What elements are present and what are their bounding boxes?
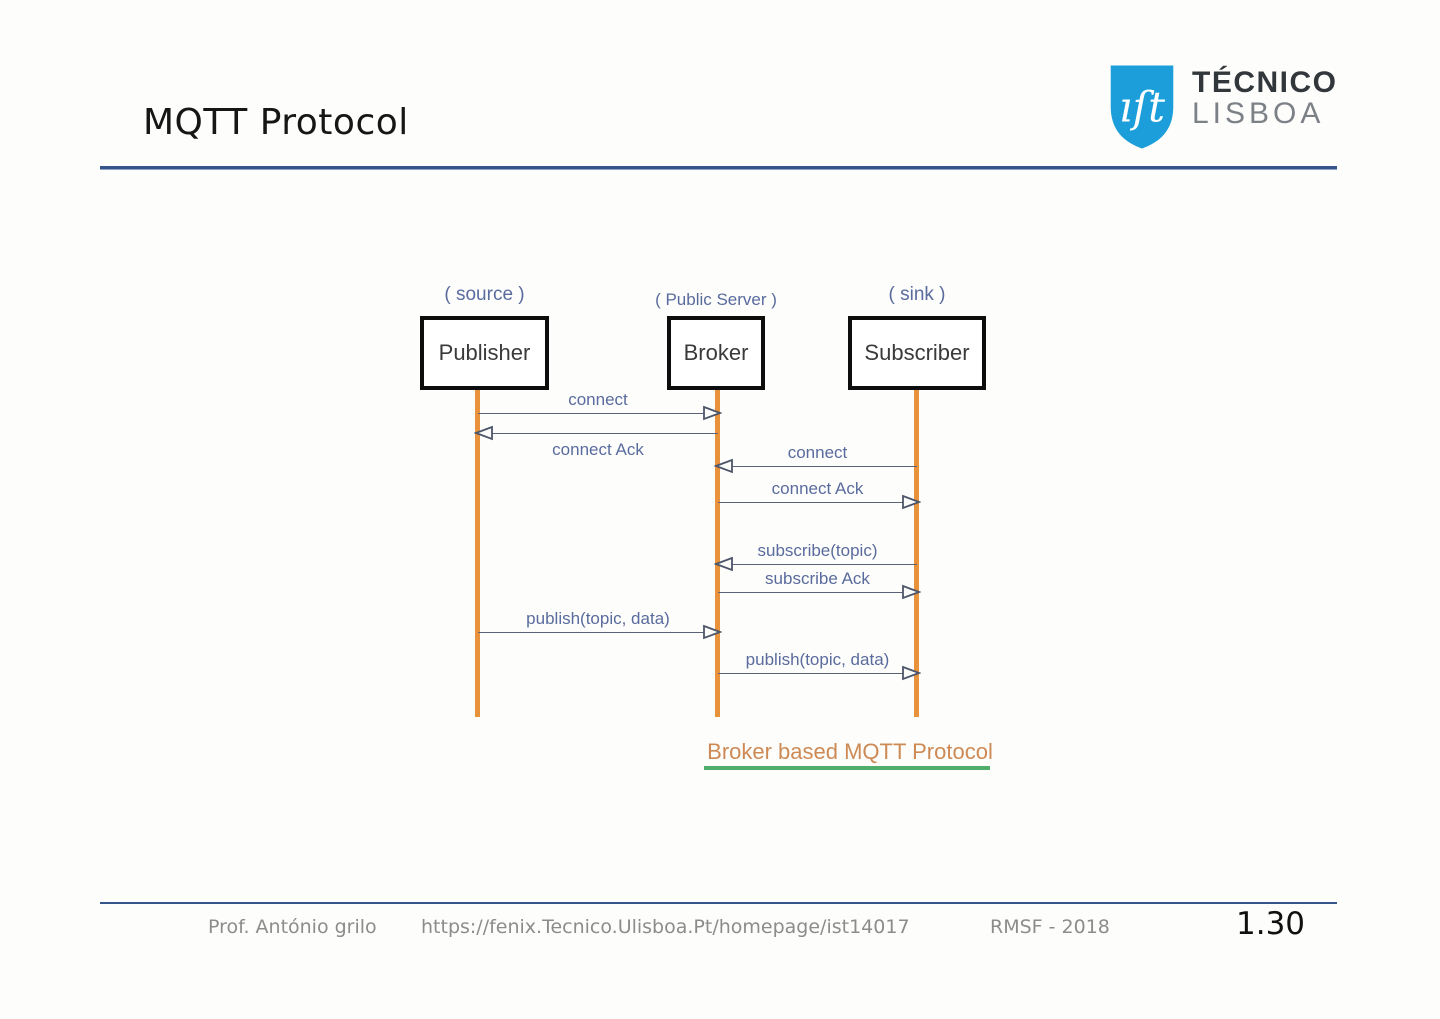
footer-author: Prof. António grilo xyxy=(208,916,377,938)
message-subscribe-subscriber-to-broker: subscribe(topic) xyxy=(714,541,917,572)
message-label: connect xyxy=(568,390,628,409)
actor-box-publisher: Publisher xyxy=(420,316,549,390)
actor-role-sink: ( sink ) xyxy=(888,284,946,305)
message-publish-broker-to-subscriber: publish(topic, data) xyxy=(718,650,921,681)
diagram-caption: Broker based MQTT Protocol xyxy=(707,739,993,764)
message-label: publish(topic, data) xyxy=(745,650,890,669)
arrowhead-right-icon xyxy=(902,665,921,681)
actor-label-publisher: Publisher xyxy=(438,340,531,365)
tecnico-lisboa-logo: ıſt TÉCNICO LISBOA xyxy=(1108,64,1338,150)
ist-monogram: ıſt xyxy=(1119,82,1165,131)
footer-divider xyxy=(100,902,1337,904)
message-label: subscribe Ack xyxy=(765,569,870,588)
message-label: connect Ack xyxy=(552,440,644,459)
message-label: publish(topic, data) xyxy=(526,609,670,628)
message-connect-ack-broker-to-publisher: connect Ack xyxy=(474,425,718,459)
page-number: 1.30 xyxy=(1236,906,1306,942)
actor-box-broker: Broker xyxy=(667,316,765,390)
logo-name-line1: TÉCNICO xyxy=(1192,66,1338,99)
shield-shape xyxy=(1110,65,1174,149)
lifeline-broker xyxy=(715,390,720,717)
message-label: connect Ack xyxy=(771,479,864,498)
arrowhead-right-icon xyxy=(902,584,921,600)
arrowhead-left-icon xyxy=(474,425,493,441)
actor-label-subscriber: Subscriber xyxy=(864,340,970,365)
header-divider xyxy=(100,166,1337,170)
message-label: connect xyxy=(787,443,848,462)
actor-box-subscriber: Subscriber xyxy=(848,316,986,390)
arrowhead-left-icon xyxy=(714,458,733,474)
logo-name-line2: LISBOA xyxy=(1192,97,1325,130)
message-connect-publisher-to-broker: connect xyxy=(478,390,722,421)
actor-role-public-server: ( Public Server ) xyxy=(655,290,777,309)
arrowhead-left-icon xyxy=(714,556,733,572)
logo-text: TÉCNICO LISBOA xyxy=(1192,68,1338,130)
footer-course: RMSF - 2018 xyxy=(990,916,1110,938)
arrowhead-right-icon xyxy=(703,624,722,640)
message-connect-subscriber-to-broker: connect xyxy=(714,443,917,474)
lifeline-subscriber xyxy=(914,390,919,717)
footer-url: https://fenix.Tecnico.Ulisboa.Pt/homepag… xyxy=(421,916,910,938)
ist-shield-icon: ıſt xyxy=(1110,65,1174,149)
arrowhead-right-icon xyxy=(703,405,722,421)
lifeline-publisher xyxy=(475,390,480,717)
arrowhead-right-icon xyxy=(902,494,921,510)
message-subscribe-ack-broker-to-subscriber: subscribe Ack xyxy=(718,569,921,600)
message-connect-ack-broker-to-subscriber: connect Ack xyxy=(718,479,921,510)
caption-underline xyxy=(704,766,990,770)
actor-role-source: ( source ) xyxy=(444,284,525,305)
page-title: MQTT Protocol xyxy=(143,102,409,143)
actor-label-broker: Broker xyxy=(683,340,749,365)
message-label: subscribe(topic) xyxy=(757,541,878,560)
message-publish-publisher-to-broker: publish(topic, data) xyxy=(478,609,722,640)
